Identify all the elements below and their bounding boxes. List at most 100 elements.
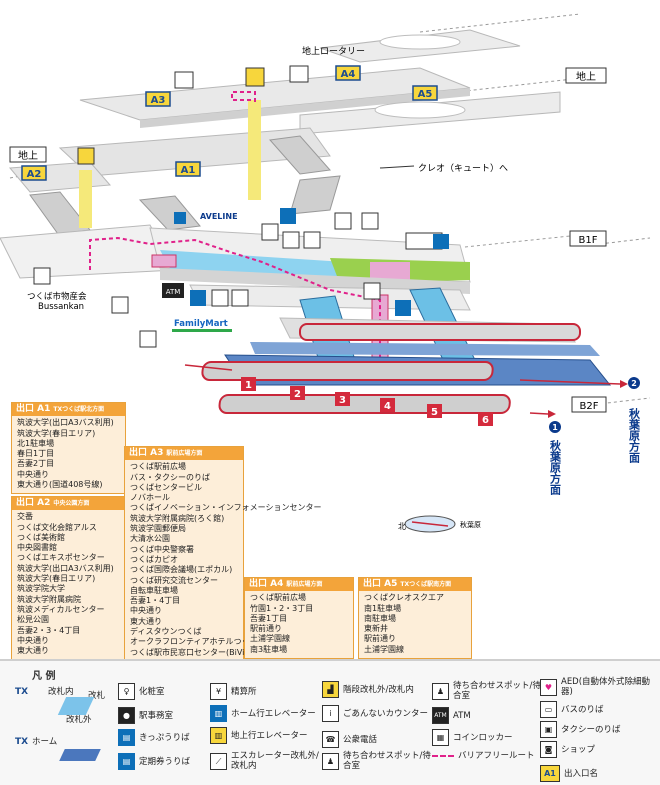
- shop-icon: [174, 212, 186, 224]
- wheelchair-icon: [433, 234, 449, 249]
- level-ground-left-label: 地上: [18, 149, 38, 162]
- exit-destination-item: 吾妻2丁目: [17, 459, 55, 469]
- compass-north: 北: [398, 522, 406, 531]
- elevator-icon: [77, 147, 95, 165]
- ground-elevator-icon: ▥: [210, 727, 227, 744]
- escalator-icon: ⟋: [210, 752, 227, 770]
- legend-waiting-outside: ♟待ち合わせスポット/待合室: [432, 681, 542, 701]
- exit-list-sub: TXつくば駅南方面: [400, 581, 452, 588]
- station-map: 1 2 3 4 5 6 A4 A3 A5 A1 A2 地上 地上 B1F B2F…: [0, 13, 651, 533]
- exit-destination-item: 筑波大学附属病院: [17, 594, 81, 604]
- exit-destination-item: 竹園1・2・3丁目: [250, 603, 314, 613]
- facility-icons: ATM: [33, 65, 449, 348]
- stairs-icon: ▟: [322, 681, 339, 698]
- station-office-icon: ●: [118, 707, 135, 724]
- exit-a3-label: A3: [151, 95, 166, 106]
- exit-destination-item: 中央通り: [17, 635, 49, 645]
- info-counter-icon: [261, 223, 279, 241]
- exit-list-sub: TXつくば駅北方面: [53, 406, 105, 413]
- legend-escalator: ⟋エスカレーター改札外/改札内: [210, 751, 320, 771]
- exit-destination-item: 筑波大学(春日エリア): [17, 428, 96, 438]
- exit-destination-item: つくば国際会議場(エポカル): [130, 565, 233, 575]
- legend-station-office: ●駅事務室: [118, 707, 173, 724]
- exit-destination-item: つくばイノベーション・インフォメーションセンター: [130, 503, 322, 513]
- legend-aed: ♥AED(自動体外式除細動器): [540, 677, 660, 697]
- exit-a5-label: A5: [418, 89, 433, 100]
- exit-list-head: 出口 A5: [363, 579, 398, 589]
- ticket-machine-icon: [190, 290, 206, 306]
- legend-locker: ▦コインロッカー: [432, 729, 513, 746]
- exit-labels[interactable]: A4 A3 A5 A1 A2: [21, 65, 438, 181]
- legend-taxi: ▣タクシーのりば: [540, 721, 621, 738]
- exit-destination-item: 東大通り: [130, 616, 162, 626]
- exit-a4-label: A4: [341, 69, 356, 80]
- platform-number: 6: [482, 415, 489, 426]
- info-icon: i: [322, 705, 339, 722]
- legend-pass: ▤定期券うりば: [118, 753, 190, 770]
- ticket-icon: [280, 208, 296, 224]
- legend-stairs: ▟階段改札外/改札内: [322, 681, 432, 698]
- exit-destination-item: 交番: [17, 512, 33, 522]
- legend-gate-swatch: [57, 697, 95, 715]
- exit-list-head: 出口 A4: [249, 579, 284, 589]
- legend-title: 凡 例: [32, 671, 56, 682]
- waiting-room-icon: ♟: [432, 682, 449, 700]
- exit-destination-item: バス・タクシーのりば: [130, 472, 210, 482]
- legend-home: ホーム: [32, 737, 58, 747]
- exit-destination-item: 筑波大学(出口A3バス利用): [17, 563, 114, 573]
- exit-destination-item: つくば文化会館アルス: [17, 522, 97, 532]
- taxi-icon: ▣: [540, 721, 557, 738]
- legend-ticket: ▤きっぷうりば: [118, 729, 190, 746]
- svg-text:2: 2: [631, 379, 637, 388]
- toilet-icon: ♀: [118, 683, 135, 700]
- legend-gate-in: 改札内: [48, 687, 74, 697]
- exit-destination-item: 南3駐車場: [250, 644, 288, 654]
- exit-destination-item: 筑波学園郵便局: [130, 524, 186, 534]
- locker-icon: [33, 267, 51, 285]
- exit-destination-item: 筑波大学(出口A3バス利用): [17, 418, 114, 428]
- exit-a1-label: A1: [181, 165, 196, 176]
- exit-destination-item: 吾妻1丁目: [250, 613, 288, 623]
- locker-icon: [111, 296, 129, 314]
- platform-number: 3: [339, 395, 346, 406]
- legend-home-swatch: [59, 749, 101, 761]
- exit-destination-item: 中央通り: [130, 606, 162, 616]
- exit-list-items: 交番つくば文化会館アルスつくば美術館中央図書館つくばエキスポセンター筑波大学(出…: [12, 510, 125, 659]
- platform-elevator-icon: ▥: [210, 705, 227, 722]
- atm-icon: ATM: [166, 288, 181, 296]
- rotary-label: 地上ロータリー: [302, 45, 365, 57]
- exit-destination-item: 駅前通り: [364, 634, 396, 644]
- exit-destination-item: つくば駅前広場: [250, 593, 306, 603]
- aed-icon: ♥: [540, 678, 557, 696]
- exit-destination-item: 中央図書館: [17, 543, 57, 553]
- direction-labels: 2 秋葉原方面 1 秋葉原方面: [549, 377, 642, 496]
- locker-icon: [334, 212, 352, 230]
- pass-ticket-icon: ▤: [118, 753, 135, 770]
- exit-list-items: つくば駅前広場バス・タクシーのりばつくばセンタービルノバホールつくばイノベーショ…: [125, 460, 322, 661]
- exit-list-items: つくば駅前広場竹園1・2・3丁目吾妻1丁目駅前通り土浦学園線南3駐車場: [245, 591, 353, 658]
- locker-icon: ▦: [432, 729, 449, 746]
- direction-arrow-2: [519, 379, 621, 385]
- direction-2-text: 秋葉原方面: [628, 407, 642, 464]
- exit-list-head: 出口 A3: [129, 448, 164, 458]
- exit-destination-item: 南駐車場: [364, 613, 396, 623]
- exit-destination-item: 北1駐車場: [17, 438, 55, 448]
- station-staff-icon: [303, 231, 321, 249]
- exit-destination-item: 春日1丁目: [17, 449, 55, 459]
- exit-destination-item: つくば駅前広場: [130, 462, 186, 472]
- exit-destination-item: 筑波メディカルセンター: [17, 604, 105, 614]
- legend-bus: ▭バスのりば: [540, 701, 604, 718]
- exit-destination-item: 東大通り(国道408号線): [17, 480, 103, 490]
- legend-gate: 改札: [88, 691, 106, 701]
- exit-destination-item: つくばセンタービル: [130, 482, 202, 492]
- aed-icon: [211, 289, 229, 307]
- exit-destination-item: 東新井: [364, 624, 388, 634]
- phone-icon: ☎: [322, 731, 339, 748]
- legend-fare-adjust: ¥精算所: [210, 683, 257, 700]
- waiting-spot-icon: ♟: [322, 752, 339, 770]
